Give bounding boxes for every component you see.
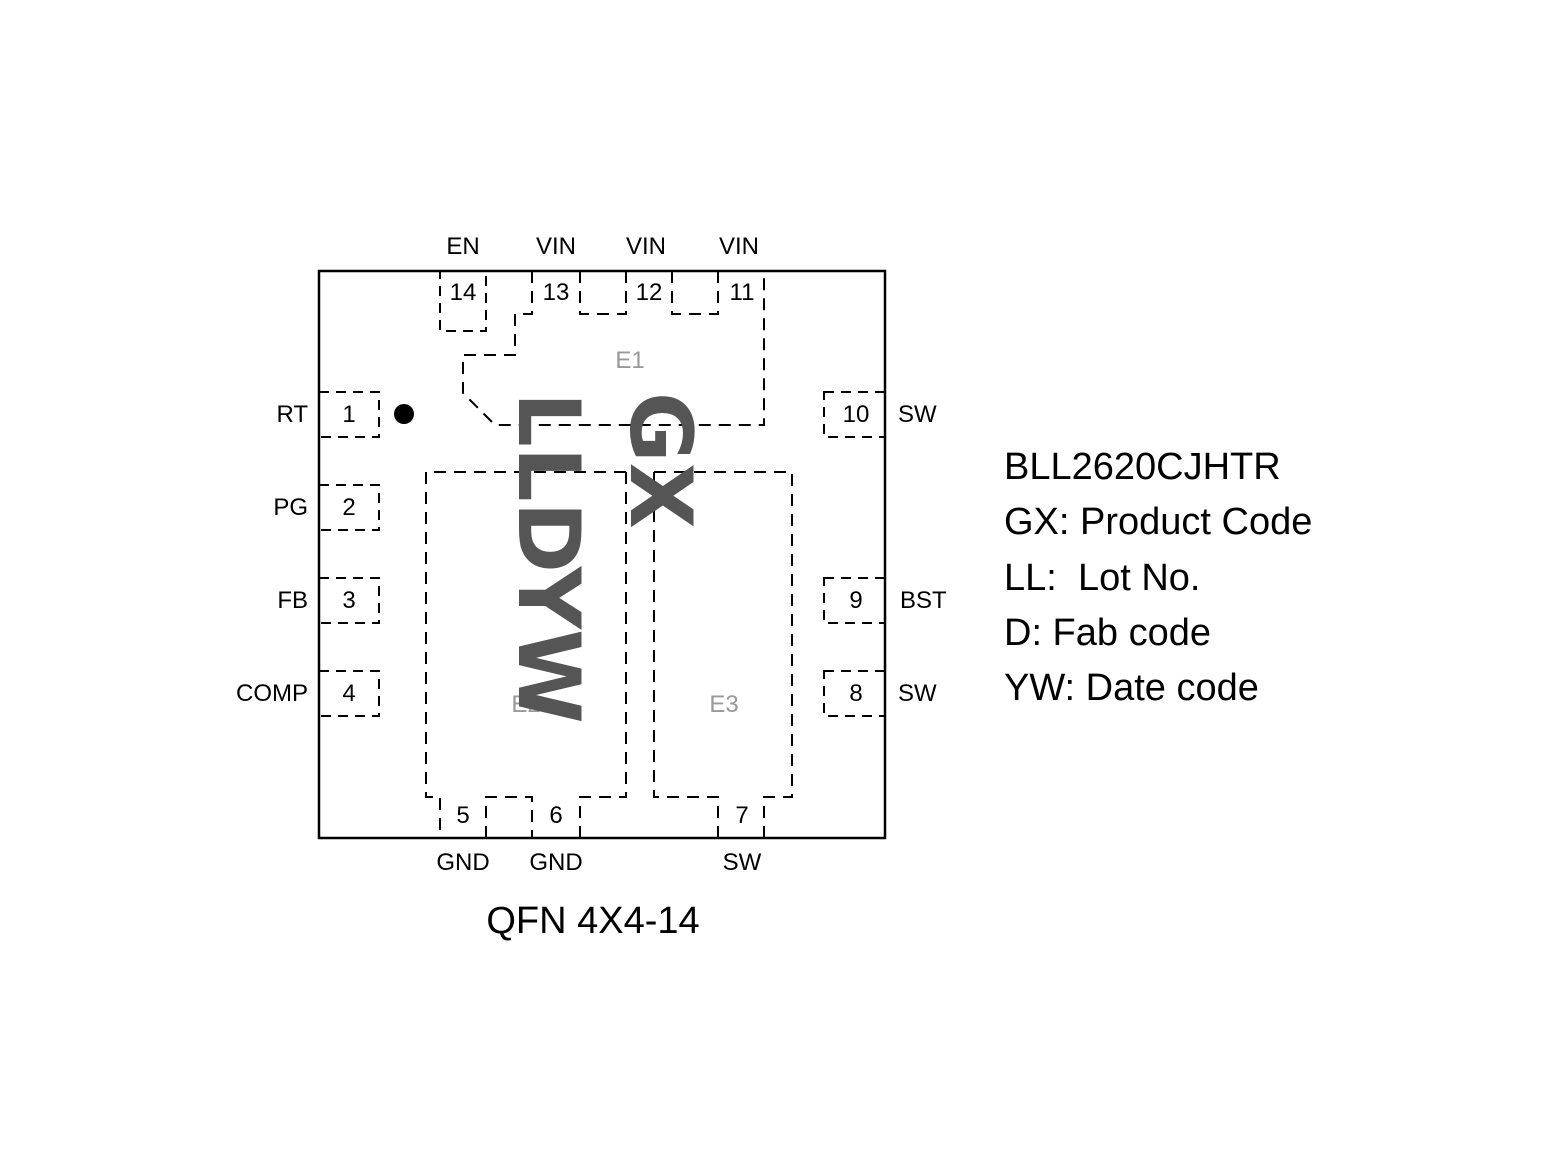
pin-name-12: VIN (626, 233, 666, 260)
pin-number-2: 2 (342, 494, 355, 521)
exposed-pad-e1 (462, 271, 765, 426)
legend-d: D: Fab code (1004, 612, 1211, 654)
pin-number-10: 10 (843, 401, 870, 428)
pad-14 (439, 270, 487, 332)
pin-number-14: 14 (450, 279, 477, 306)
pin-number-8: 8 (849, 680, 862, 707)
exposed-pad-e3 (653, 471, 793, 838)
pin-number-13: 13 (543, 279, 570, 306)
pin-name-1: RT (276, 401, 308, 428)
pin-name-2: PG (273, 494, 308, 521)
marking-lot-date: LLDYW (498, 392, 598, 724)
pin-name-5: GND (436, 849, 489, 876)
pin-name-13: VIN (536, 233, 576, 260)
legend-ll: LL: Lot No. (1004, 557, 1200, 599)
pin-name-4: COMP (236, 680, 308, 707)
legend-gx: GX: Product Code (1004, 501, 1312, 543)
pin-number-3: 3 (342, 587, 355, 614)
pin-number-4: 4 (342, 680, 355, 707)
exposed-pad-label-e2: E2 (511, 691, 540, 718)
legend-part-number: BLL2620CJHTR (1004, 446, 1281, 488)
pin-name-7: SW (723, 849, 762, 876)
pad-2 (318, 484, 380, 531)
exposed-pad-e2 (425, 471, 627, 838)
marking-product-code: GX (610, 392, 710, 529)
pin-name-3: FB (277, 587, 308, 614)
pad-4 (318, 670, 380, 717)
package-name: QFN 4X4-14 (486, 900, 699, 942)
pin-number-12: 12 (636, 279, 663, 306)
pin-name-10: SW (898, 401, 937, 428)
legend-yw: YW: Date code (1004, 667, 1259, 709)
exposed-pad-label-e1: E1 (615, 347, 644, 374)
pin1-indicator-dot (394, 404, 414, 424)
pin-number-11: 11 (730, 279, 755, 306)
pad-8 (823, 670, 886, 717)
package-outline (317, 269, 887, 840)
pin-number-6: 6 (549, 802, 562, 829)
pad-9 (823, 577, 886, 624)
pin-number-5: 5 (456, 802, 469, 829)
pin-name-11: VIN (719, 233, 759, 260)
pin-name-14: EN (446, 233, 479, 260)
pin-name-6: GND (529, 849, 582, 876)
pin-number-1: 1 (342, 401, 355, 428)
pad-10 (823, 391, 886, 438)
pin-number-7: 7 (735, 802, 748, 829)
pin-name-9: BST (900, 587, 947, 614)
pad-1 (318, 391, 380, 438)
pin-name-8: SW (898, 680, 937, 707)
pin-number-9: 9 (849, 587, 862, 614)
pad-3 (318, 577, 380, 624)
exposed-pad-label-e3: E3 (709, 691, 738, 718)
